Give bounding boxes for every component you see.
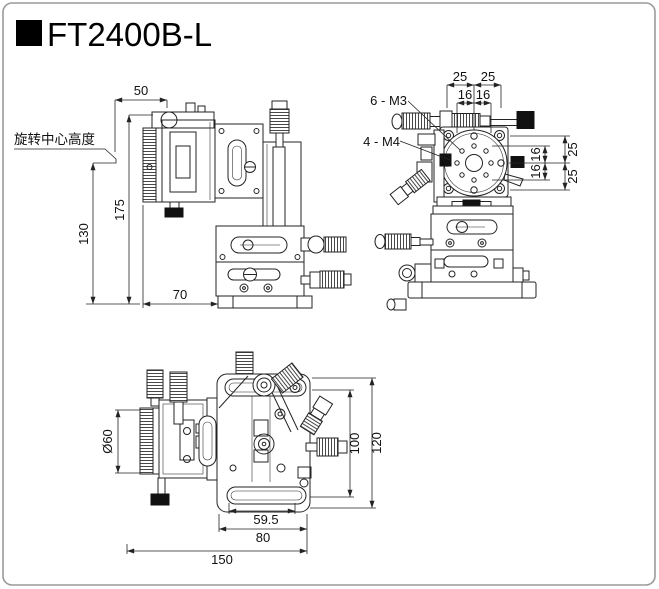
label-6-m3: 6 - M3 xyxy=(370,93,407,108)
dim-top-diameter-60: Ø60 xyxy=(100,429,115,454)
dim-front-rotation-center-130: 130 xyxy=(76,223,91,245)
dim-top-depth-100: 100 xyxy=(347,433,362,455)
dim-front-width-50: 50 xyxy=(134,83,148,98)
label-4-m4: 4 - M4 xyxy=(363,134,400,149)
dim-side-vert-upper-16: 16 xyxy=(528,147,543,161)
front-view-dimensions: 50 旋转中心高度 175 130 70 xyxy=(14,83,219,308)
dim-front-height-175: 175 xyxy=(112,199,127,221)
dim-side-vert-lower-25: 25 xyxy=(565,169,580,183)
side-view xyxy=(374,110,537,311)
dim-top-depth-120: 120 xyxy=(369,432,384,454)
dim-side-right-25: 25 xyxy=(481,69,495,84)
dim-top-width-150: 150 xyxy=(211,552,233,567)
title-block: FT2400B-L xyxy=(16,16,212,53)
front-view xyxy=(142,100,352,309)
dim-side-vert-upper-25: 25 xyxy=(565,142,580,156)
callout-rotation-center-height: 旋转中心高度 xyxy=(14,131,95,147)
dim-top-width-80: 80 xyxy=(256,530,270,545)
dim-side-vert-lower-16: 16 xyxy=(528,164,543,178)
dim-side-right-16: 16 xyxy=(476,87,490,102)
top-view-dimensions: Ø60 100 120 59.5 80 150 xyxy=(100,377,384,567)
title-square-bullet xyxy=(16,20,42,46)
page-title: FT2400B-L xyxy=(47,16,212,53)
dim-front-offset-70: 70 xyxy=(173,287,187,302)
dim-side-left-16: 16 xyxy=(458,87,472,102)
top-view xyxy=(139,351,348,513)
dim-side-left-25: 25 xyxy=(453,69,467,84)
side-view-dimensions: 25 25 16 16 6 - M3 4 - M4 16 16 25 25 xyxy=(363,69,580,191)
dim-top-slot-59-5: 59.5 xyxy=(253,512,278,527)
